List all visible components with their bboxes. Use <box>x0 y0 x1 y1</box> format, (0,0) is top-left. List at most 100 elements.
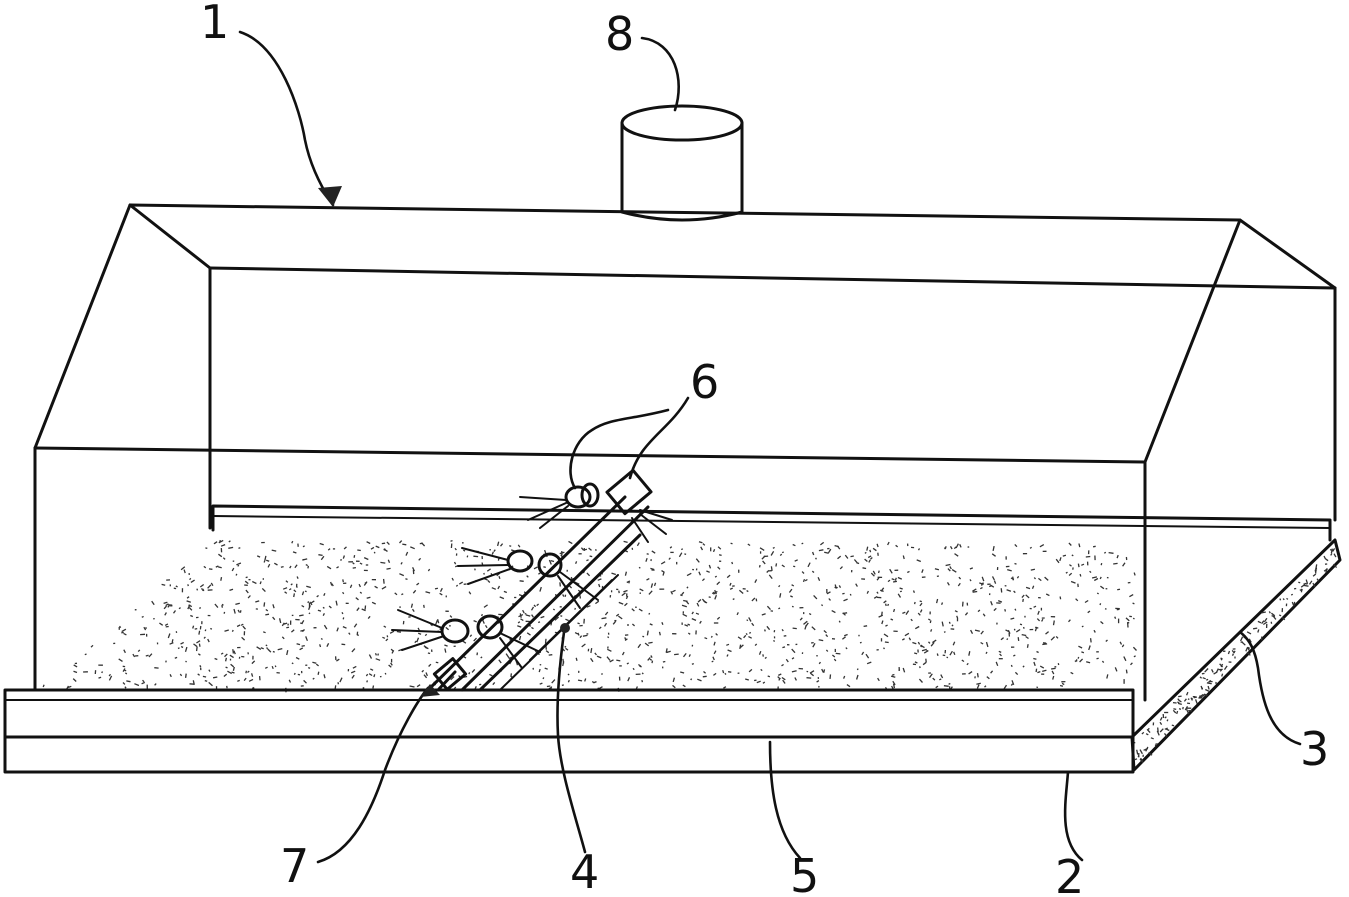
stipple-mark <box>98 676 102 679</box>
stipple-mark <box>649 623 653 626</box>
stipple-mark <box>1279 598 1282 601</box>
stipple-mark <box>1042 643 1048 646</box>
stipple-mark <box>775 563 778 567</box>
stipple-mark <box>1178 699 1182 703</box>
stipple-mark <box>779 553 783 557</box>
stipple-mark <box>711 660 714 663</box>
stipple-mark <box>207 638 210 643</box>
stipple-mark <box>381 586 387 590</box>
stipple-mark <box>914 661 918 664</box>
stipple-mark <box>722 670 725 674</box>
stipple-mark <box>210 582 214 587</box>
stipple-mark <box>1139 758 1144 763</box>
stipple-mark <box>386 541 390 546</box>
stipple-mark <box>1164 727 1168 730</box>
stipple-mark <box>984 685 987 688</box>
stipple-mark <box>726 654 729 657</box>
stipple-mark <box>1312 582 1316 588</box>
stipple-mark <box>574 607 577 610</box>
stipple-mark <box>828 598 831 601</box>
stipple-mark <box>299 614 304 617</box>
stipple-mark <box>124 672 128 675</box>
stipple-mark <box>1262 621 1268 626</box>
stipple-mark <box>342 579 344 583</box>
stipple-mark <box>462 640 467 644</box>
stipple-mark <box>148 653 153 658</box>
stipple-mark <box>918 666 921 669</box>
stipple-mark <box>1271 614 1276 618</box>
stipple-mark <box>1010 683 1014 686</box>
stipple-mark <box>386 567 391 570</box>
stipple-mark <box>1186 709 1190 715</box>
stipple-mark <box>293 593 296 598</box>
stipple-mark <box>450 676 455 681</box>
stipple-mark <box>405 578 408 581</box>
stipple-mark <box>681 591 685 596</box>
stipple-mark <box>312 661 317 664</box>
stipple-mark <box>729 587 733 590</box>
stipple-mark <box>990 670 994 674</box>
stipple-mark <box>192 680 195 685</box>
stipple-mark <box>1105 639 1108 642</box>
stipple-mark <box>612 620 617 625</box>
stipple-mark <box>533 604 537 608</box>
stipple-mark <box>224 629 229 632</box>
stipple-mark <box>582 634 588 637</box>
stipple-mark <box>1025 635 1029 640</box>
stipple-mark <box>603 622 608 627</box>
stipple-mark <box>762 560 766 565</box>
stipple-mark <box>618 601 624 605</box>
stipple-mark <box>463 549 466 552</box>
stipple-mark <box>869 557 873 560</box>
stipple-mark <box>881 611 883 616</box>
stipple-mark <box>288 588 292 591</box>
stipple-mark <box>758 650 762 655</box>
stipple-mark <box>577 679 583 682</box>
stipple-mark <box>823 669 826 673</box>
stipple-mark <box>118 625 122 629</box>
stipple-mark <box>754 579 758 583</box>
stipple-mark <box>844 554 849 559</box>
stipple-mark <box>1278 614 1282 617</box>
stipple-mark <box>480 656 483 659</box>
stipple-mark <box>236 562 242 566</box>
stipple-mark <box>590 657 594 663</box>
stipple-mark <box>764 656 767 659</box>
stipple-mark <box>794 559 798 562</box>
stipple-mark <box>359 562 363 565</box>
stipple-mark <box>686 586 689 589</box>
stipple-mark <box>377 653 380 656</box>
stipple-mark <box>266 647 269 650</box>
stipple-mark <box>363 557 369 561</box>
stipple-mark <box>286 650 289 656</box>
stipple-mark <box>767 675 771 678</box>
stipple-mark <box>1013 590 1016 594</box>
stipple-mark <box>357 549 361 552</box>
stipple-mark <box>811 551 815 556</box>
stipple-mark <box>766 625 771 631</box>
stipple-mark <box>151 600 155 606</box>
stipple-mark <box>366 541 371 545</box>
stipple-mark <box>402 543 407 546</box>
stipple-mark <box>471 668 476 673</box>
stipple-mark <box>218 553 223 558</box>
stipple-mark <box>1089 638 1092 643</box>
stipple-mark <box>466 555 469 558</box>
stipple-mark <box>530 606 535 611</box>
stipple-mark <box>296 576 299 579</box>
stipple-mark <box>542 677 545 680</box>
stipple-mark <box>586 572 591 577</box>
stipple-mark <box>976 672 979 678</box>
stipple-mark <box>766 605 771 611</box>
stipple-mark <box>195 646 198 652</box>
stipple-mark <box>143 626 147 631</box>
stipple-mark <box>816 680 820 683</box>
stipple-mark <box>621 651 625 656</box>
stipple-mark <box>781 629 784 632</box>
stipple-mark <box>410 603 414 608</box>
stipple-mark <box>897 593 902 598</box>
stipple-mark <box>375 658 381 661</box>
stipple-mark <box>834 584 837 589</box>
label-8: 8 <box>605 7 634 61</box>
stipple-mark <box>1030 568 1036 571</box>
